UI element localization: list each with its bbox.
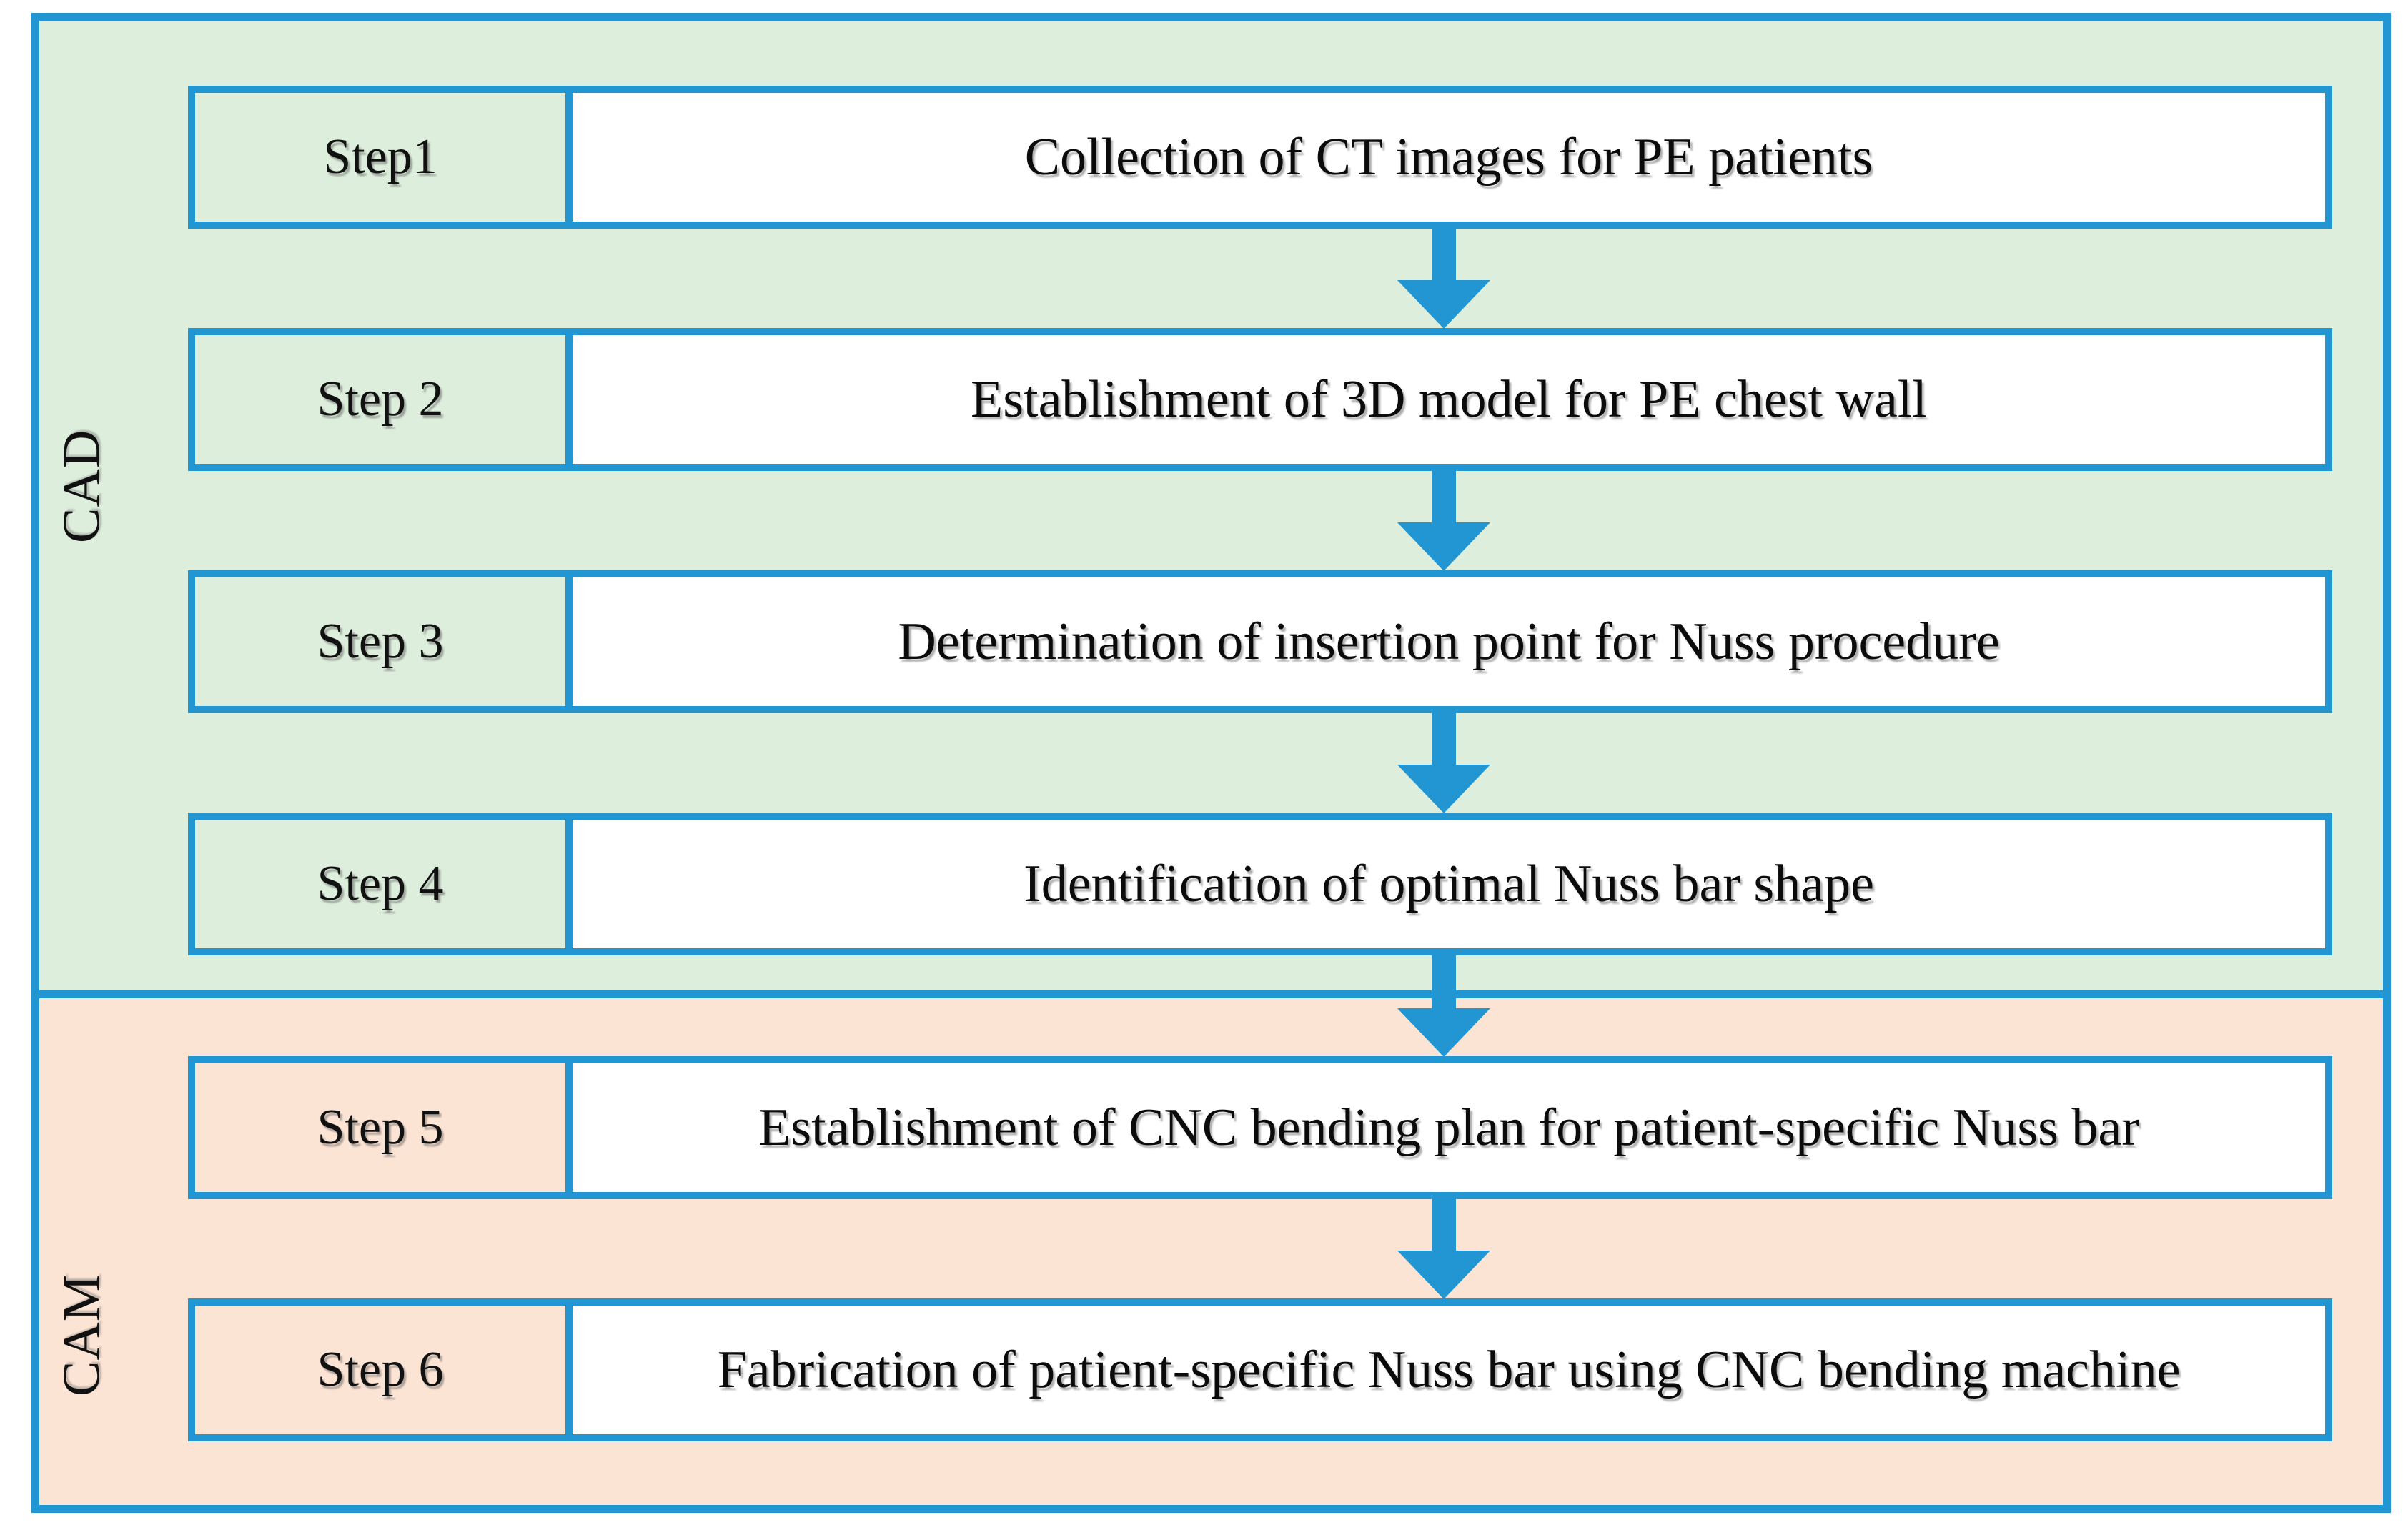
section-label-cad: CAD xyxy=(52,429,112,543)
step-description: Establishment of CNC bending plan for pa… xyxy=(573,1063,2325,1192)
down-arrow-icon xyxy=(1397,229,1490,329)
step-row[interactable]: Step 3 Determination of insertion point … xyxy=(188,570,2332,713)
step-tag: Step 5 xyxy=(195,1063,573,1192)
down-arrow-icon xyxy=(1397,1199,1490,1299)
step-tag: Step 6 xyxy=(195,1306,573,1434)
step-row[interactable]: Step 5 Establishment of CNC bending plan… xyxy=(188,1056,2332,1199)
step-tag: Step 2 xyxy=(195,335,573,464)
step-description: Determination of insertion point for Nus… xyxy=(573,577,2325,706)
down-arrow-icon xyxy=(1397,713,1490,813)
step-row[interactable]: Step 6 Fabrication of patient-specific N… xyxy=(188,1298,2332,1441)
step-row[interactable]: Step1 Collection of CT images for PE pat… xyxy=(188,86,2332,229)
down-arrow-icon xyxy=(1397,955,1490,1057)
step-description: Identification of optimal Nuss bar shape xyxy=(573,820,2325,948)
step-description: Fabrication of patient-specific Nuss bar… xyxy=(573,1306,2325,1434)
step-tag: Step1 xyxy=(195,93,573,222)
step-row[interactable]: Step 2 Establishment of 3D model for PE … xyxy=(188,328,2332,471)
step-row[interactable]: Step 4 Identification of optimal Nuss ba… xyxy=(188,813,2332,955)
section-label-cam: CAM xyxy=(52,1273,112,1396)
step-tag: Step 3 xyxy=(195,577,573,706)
step-tag: Step 4 xyxy=(195,820,573,948)
step-description: Establishment of 3D model for PE chest w… xyxy=(573,335,2325,464)
step-description: Collection of CT images for PE patients xyxy=(573,93,2325,222)
down-arrow-icon xyxy=(1397,471,1490,571)
